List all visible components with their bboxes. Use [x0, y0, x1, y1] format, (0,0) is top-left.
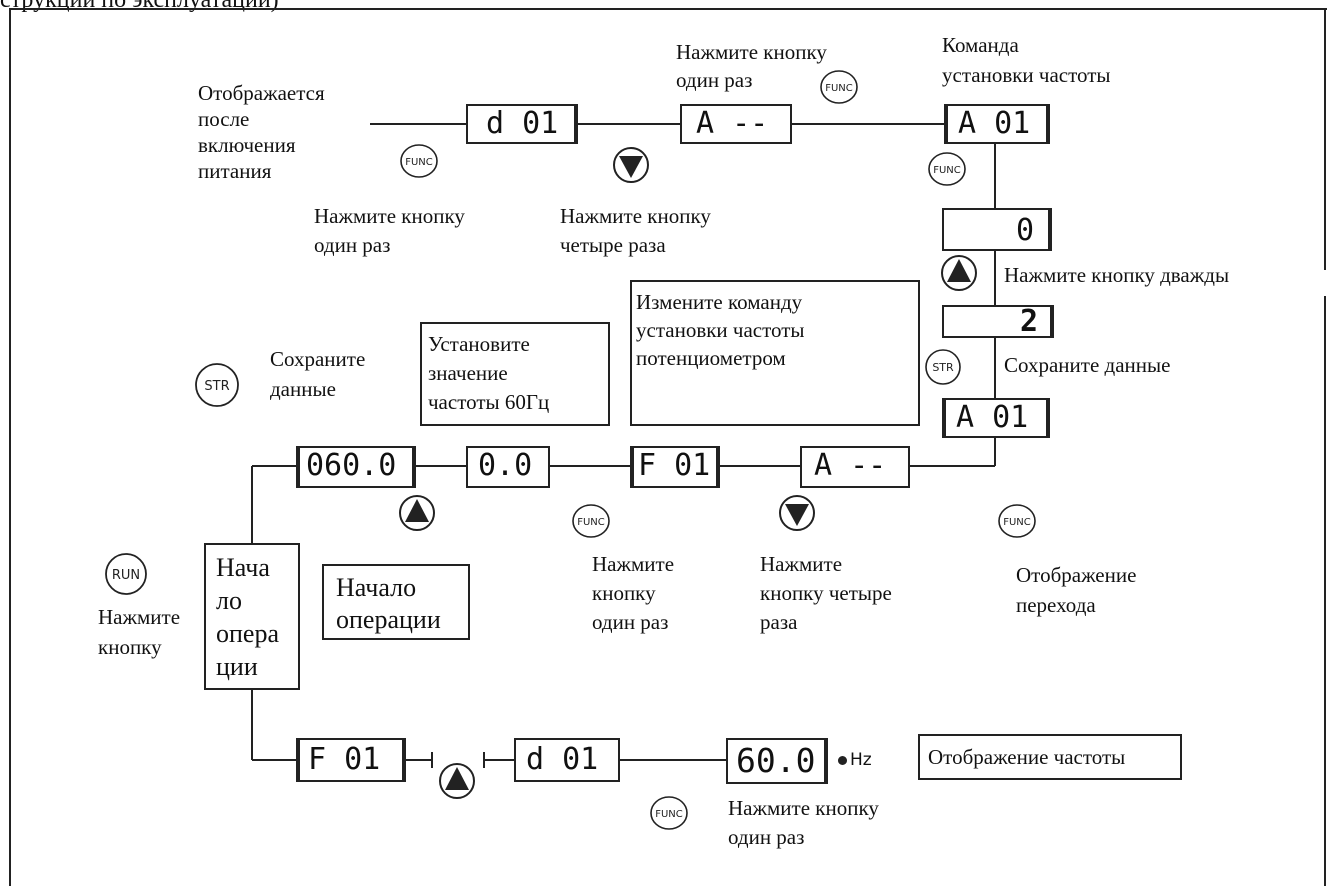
- label-after-power-on: Отображается после включения питания: [198, 81, 325, 183]
- hz-indicator-dot: [838, 756, 847, 765]
- func-button-icon: FUNC: [572, 502, 610, 540]
- svg-text:FUNC: FUNC: [933, 165, 961, 176]
- svg-text:FUNC: FUNC: [405, 157, 433, 168]
- label-press-four-mid: Нажмите кнопку четыре раза: [760, 552, 892, 634]
- display-sixty: 60.0: [726, 738, 828, 784]
- label-press-button-run: Нажмите кнопку: [98, 605, 181, 659]
- display-two: 2: [942, 305, 1054, 338]
- up-arrow-button-icon: [438, 762, 476, 800]
- display-a-dash-mid: A --: [800, 446, 910, 488]
- frame-right-edge-top: [1324, 8, 1326, 270]
- func-button-icon: FUNC: [928, 150, 966, 188]
- display-0-0: 0.0: [466, 446, 550, 488]
- display-d01-top: d 01: [466, 104, 578, 144]
- str-button-icon: STR: [194, 362, 240, 408]
- label-transition-display: Отображение перехода: [1016, 563, 1137, 617]
- func-button-icon: FUNC: [650, 794, 688, 832]
- label-press-once-1: Нажмите кнопку один раз: [314, 204, 465, 257]
- down-arrow-button-icon: [612, 146, 650, 184]
- display-a01-mid: A 01: [942, 398, 1050, 438]
- func-button-icon: FUNC: [820, 68, 858, 106]
- frame-right-edge-bottom: [1324, 296, 1326, 886]
- up-arrow-button-icon: [940, 254, 978, 292]
- change-command-box: Измените команду установки частоты потен…: [630, 280, 920, 426]
- func-button-icon: FUNC: [998, 502, 1036, 540]
- down-arrow-button-icon: [778, 494, 816, 532]
- run-button-icon: RUN: [104, 552, 148, 596]
- display-zero: 0: [942, 208, 1052, 251]
- label-press-four-1: Нажмите кнопку четыре раза: [560, 204, 711, 257]
- svg-text:FUNC: FUNC: [1003, 517, 1031, 528]
- svg-text:FUNC: FUNC: [825, 83, 853, 94]
- svg-text:FUNC: FUNC: [655, 809, 683, 820]
- display-f01-bottom: F 01: [296, 738, 406, 782]
- label-press-once-top: Нажмите кнопку один раз: [676, 40, 827, 92]
- hz-label: Hz: [850, 750, 872, 770]
- str-button-icon: STR: [924, 348, 962, 386]
- start-operation-box: Начало операции: [322, 564, 470, 640]
- svg-text:FUNC: FUNC: [577, 517, 605, 528]
- label-press-once-bottom: Нажмите кнопку один раз: [728, 796, 879, 849]
- display-d01-bottom: d 01: [514, 738, 620, 782]
- svg-text:RUN: RUN: [112, 568, 140, 583]
- frequency-display-box: Отображение частоты: [918, 734, 1182, 780]
- display-f01-mid: F 01: [630, 446, 720, 488]
- func-button-icon: FUNC: [400, 142, 438, 180]
- label-save-data-right: Сохраните данные: [1004, 353, 1171, 377]
- label-press-once-mid: Нажмите кнопку один раз: [592, 552, 675, 634]
- start-operation-vertical-box: Нача ло опера ции: [204, 543, 300, 690]
- diagram-frame: [9, 8, 1327, 886]
- svg-text:STR: STR: [204, 379, 229, 394]
- display-a-dash-top: A --: [680, 104, 792, 144]
- display-060: 060.0: [296, 446, 416, 488]
- display-a01-top: A 01: [944, 104, 1050, 144]
- label-freq-set-command: Команда установки частоты: [942, 33, 1111, 87]
- set-60hz-box: Установите значение частоты 60Гц: [420, 322, 610, 426]
- svg-text:STR: STR: [932, 361, 954, 374]
- up-arrow-button-icon: [398, 494, 436, 532]
- label-save-data-left: Сохраните данные: [270, 347, 366, 401]
- label-press-twice: Нажмите кнопку дважды: [1004, 263, 1230, 287]
